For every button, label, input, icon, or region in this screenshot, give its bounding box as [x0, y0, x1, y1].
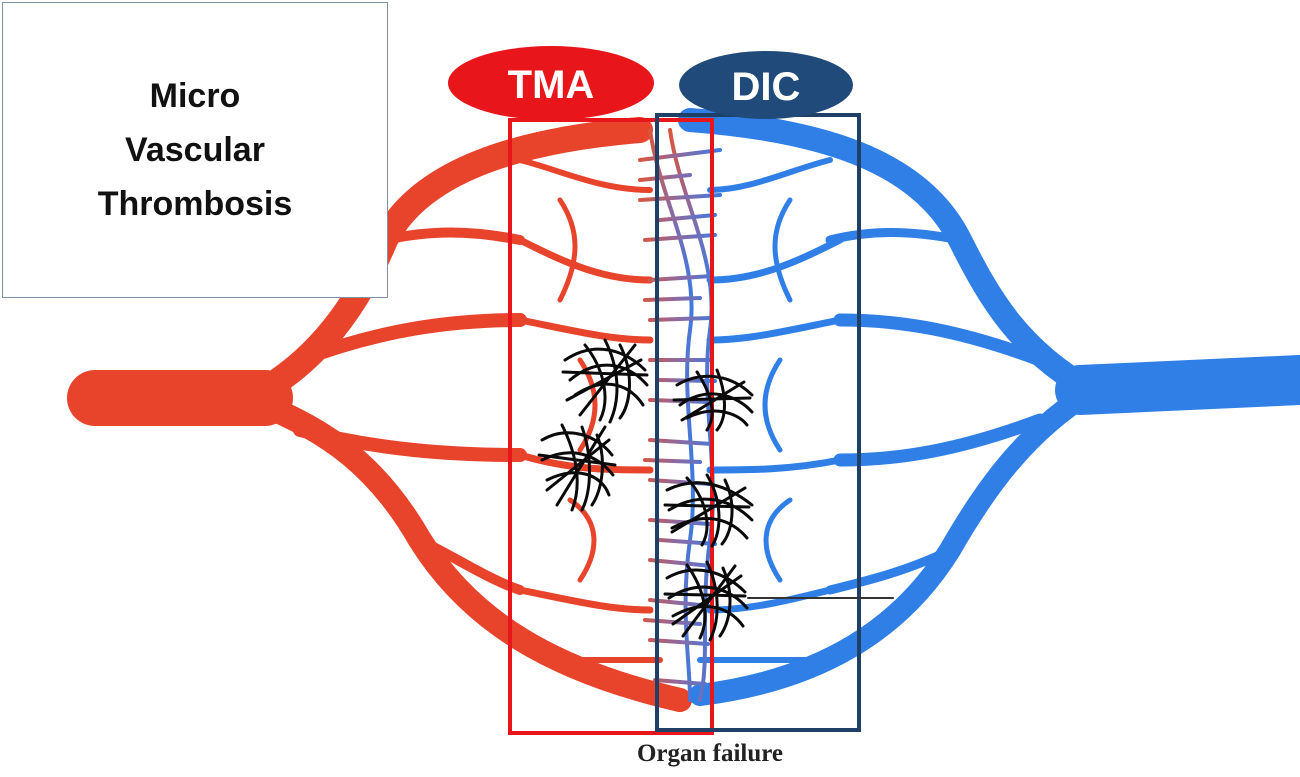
- thrombus-clot-icon: [561, 338, 649, 424]
- thrombi: [537, 338, 894, 642]
- thrombus-clot-icon: [672, 368, 754, 432]
- thrombus-clot-icon: [663, 560, 749, 642]
- diagram-title: Micro Vascular Thrombosis: [98, 69, 293, 231]
- tma-label-badge: [448, 46, 654, 120]
- arterial-tree: [67, 117, 692, 712]
- thrombus-clot-icon: [537, 423, 617, 512]
- title-line-1: Micro: [149, 77, 241, 115]
- capillary-bed: [638, 128, 722, 702]
- venous-tree: [678, 108, 1300, 706]
- tma-bracket: [508, 118, 714, 735]
- dic-label-badge: [679, 51, 853, 119]
- dic-region: DIC: [655, 51, 861, 732]
- title-box: Micro Vascular Thrombosis: [2, 2, 388, 298]
- organ-failure-label: Organ failure: [636, 740, 784, 767]
- title-line-2: Vascular: [125, 131, 265, 169]
- tma-region: TMA: [448, 46, 714, 735]
- title-line-3: Thrombosis: [97, 185, 293, 223]
- dic-label: DIC: [732, 65, 801, 109]
- thrombus-clot-icon: [663, 473, 754, 548]
- tma-label: TMA: [508, 63, 595, 107]
